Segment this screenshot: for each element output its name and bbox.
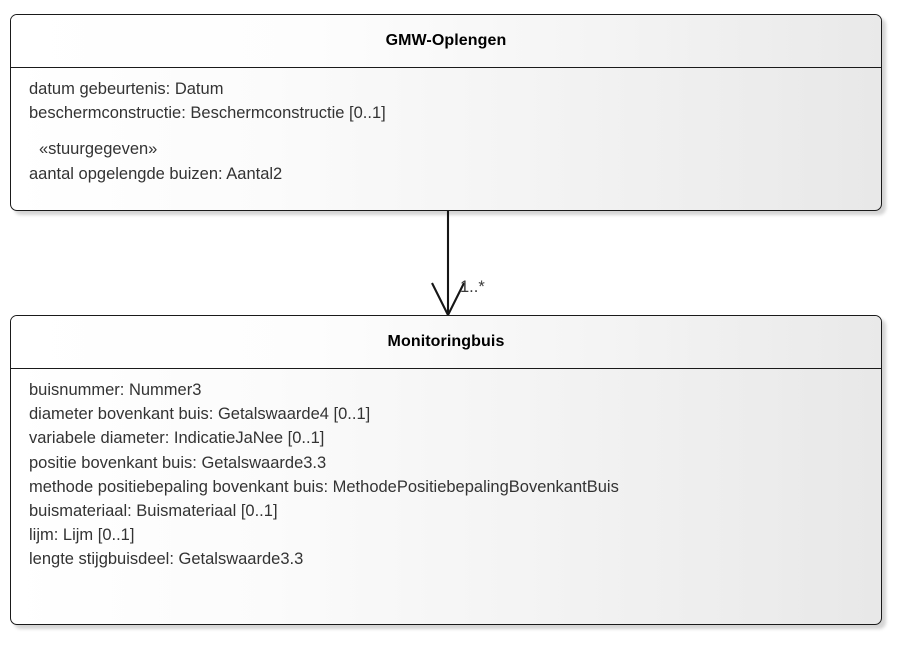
uml-attribute: buismateriaal: Buismateriaal [0..1] [29,502,278,521]
uml-class-header: Monitoringbuis [11,316,881,369]
uml-attribute-compartment: datum gebeurtenis: Datum beschermconstru… [11,68,881,196]
uml-stereotype-label: «stuurgegeven» [39,140,158,159]
uml-attribute: beschermconstructie: Beschermconstructie… [29,104,386,123]
uml-attribute: methode positiebepaling bovenkant buis: … [29,477,619,496]
uml-attribute: datum gebeurtenis: Datum [29,80,224,98]
uml-attribute: aantal opgelengde buizen: Aantal2 [29,164,283,183]
uml-class-header: GMW-Oplengen [11,15,881,68]
uml-attribute: positie bovenkant buis: Getalswaarde3.3 [29,453,327,472]
uml-class-gmw-oplengen[interactable]: GMW-Oplengen datum gebeurtenis: Datum be… [10,14,882,211]
connector-multiplicity-label: 1..* [460,278,485,296]
uml-class-title: Monitoringbuis [387,333,505,350]
uml-class-title: GMW-Oplengen [385,32,507,49]
uml-attribute: variabele diameter: IndicatieJaNee [0..1… [29,429,325,448]
uml-attribute: lijm: Lijm [0..1] [29,526,135,545]
uml-attribute: buisnummer: Nummer3 [29,381,202,399]
uml-attribute: lengte stijgbuisdeel: Getalswaarde3.3 [29,550,304,569]
uml-attribute-compartment: buisnummer: Nummer3 diameter bovenkant b… [11,369,881,582]
uml-attribute: diameter bovenkant buis: Getalswaarde4 [… [29,405,371,424]
uml-class-monitoringbuis[interactable]: Monitoringbuis buisnummer: Nummer3 diame… [10,315,882,625]
